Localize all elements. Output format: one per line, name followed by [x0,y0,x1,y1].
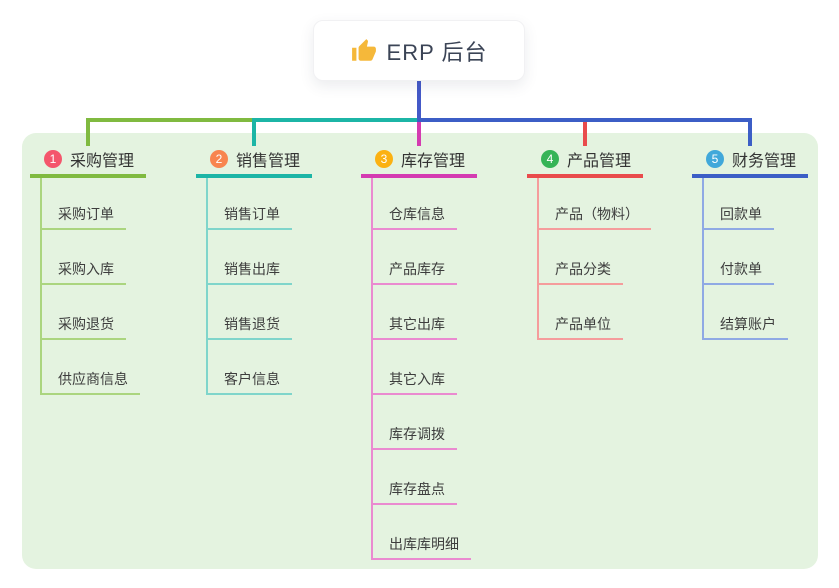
child-node[interactable]: 客户信息 [206,370,292,395]
branch-number-badge: 5 [706,150,724,168]
child-node[interactable]: 销售出库 [206,260,292,285]
child-node[interactable]: 采购入库 [40,260,126,285]
connector-root-vertical [417,80,421,122]
child-node[interactable]: 采购退货 [40,315,126,340]
connector-bus-teal [252,118,421,122]
child-node[interactable]: 其它入库 [371,370,457,395]
child-node[interactable]: 出库库明细 [371,535,471,560]
connector-drop-branch-5 [748,118,752,146]
connector-bus-blue [417,118,752,122]
connector-drop-branch-1 [86,118,90,146]
branch-title-label: 销售管理 [236,153,301,170]
branch-title-underline-1 [30,174,146,178]
branch-trunk-3 [371,178,373,560]
branch-trunk-5 [702,178,704,340]
branch-title-label: 产品管理 [567,153,632,170]
branch-title-label: 财务管理 [732,153,797,170]
mindmap-background-panel [22,133,818,569]
child-node[interactable]: 销售退货 [206,315,292,340]
connector-drop-branch-4 [583,118,587,146]
branch-title-5[interactable]: 5 财务管理 [692,147,796,171]
child-node[interactable]: 其它出库 [371,315,457,340]
branch-trunk-4 [537,178,539,340]
thumbs-up-icon [351,38,377,64]
child-node[interactable]: 库存调拨 [371,425,457,450]
connector-drop-branch-2 [252,118,256,146]
branch-title-underline-5 [692,174,808,178]
branch-title-underline-3 [361,174,477,178]
branch-title-underline-4 [527,174,643,178]
branch-title-1[interactable]: 1 采购管理 [30,147,134,171]
child-node[interactable]: 产品分类 [537,260,623,285]
root-node[interactable]: ERP 后台 [313,20,525,81]
branch-title-3[interactable]: 3 库存管理 [361,147,465,171]
branch-trunk-1 [40,178,42,395]
child-node[interactable]: 回款单 [702,205,774,230]
branch-number-badge: 3 [375,150,393,168]
branch-title-4[interactable]: 4 产品管理 [527,147,631,171]
child-node[interactable]: 库存盘点 [371,480,457,505]
child-node[interactable]: 产品单位 [537,315,623,340]
child-node[interactable]: 产品（物料） [537,205,651,230]
branch-number-badge: 4 [541,150,559,168]
child-node[interactable]: 供应商信息 [40,370,140,395]
branch-trunk-2 [206,178,208,395]
branch-title-label: 库存管理 [401,153,466,170]
child-node[interactable]: 结算账户 [702,315,788,340]
branch-number-badge: 1 [44,150,62,168]
branch-title-underline-2 [196,174,312,178]
child-node[interactable]: 付款单 [702,260,774,285]
child-node[interactable]: 采购订单 [40,205,126,230]
branch-number-badge: 2 [210,150,228,168]
child-node[interactable]: 产品库存 [371,260,457,285]
branch-title-label: 采购管理 [70,153,135,170]
connector-drop-branch-3 [417,118,421,146]
connector-bus-green [86,118,256,122]
root-node-label: ERP 后台 [386,39,488,65]
branch-title-2[interactable]: 2 销售管理 [196,147,300,171]
child-node[interactable]: 仓库信息 [371,205,457,230]
child-node[interactable]: 销售订单 [206,205,292,230]
